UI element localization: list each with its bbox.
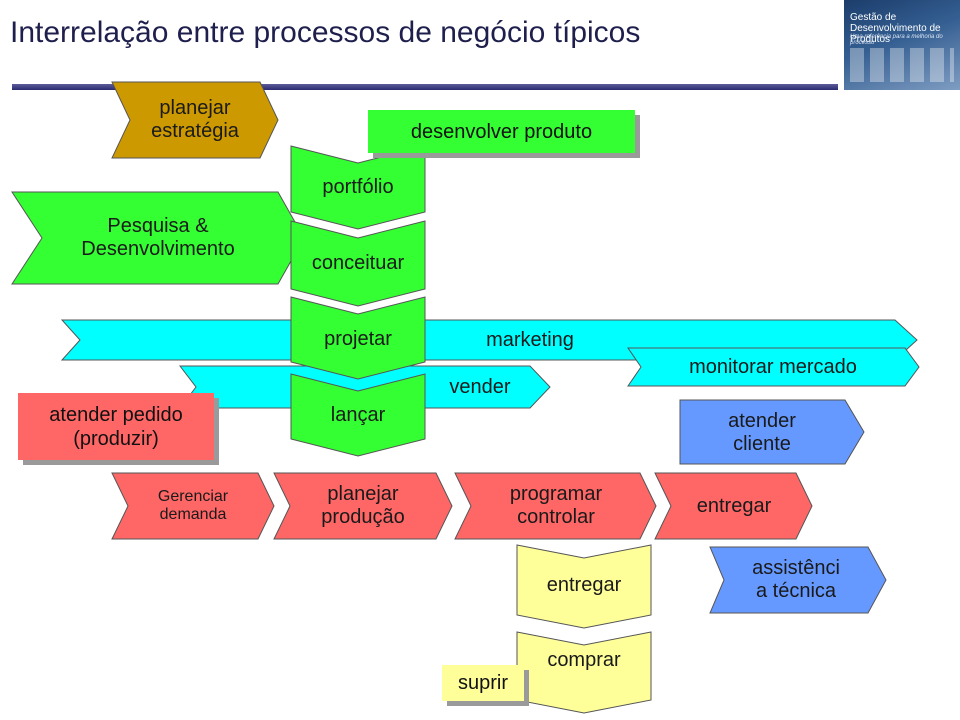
monitorar-mercado-shape <box>627 347 920 387</box>
assistencia-tecnica-label: assistênci a técnica <box>752 557 840 602</box>
suprir-box: suprir <box>442 665 524 701</box>
entregar-supply-label: entregar <box>546 573 622 596</box>
vender-label: vender <box>449 375 511 398</box>
portfolio-shape <box>290 145 426 230</box>
lancar-label: lançar <box>330 403 386 426</box>
comprar-label: comprar <box>547 648 621 671</box>
entregar-supply-shape <box>516 544 652 629</box>
entregar-main-shape <box>654 472 813 540</box>
logo-tagline: Uma referência para a melhoria do proces… <box>850 34 943 46</box>
programar-controlar-shape <box>454 472 657 540</box>
gerenciar-demanda-label: Gerenciar demanda <box>157 487 229 523</box>
projetar-shape <box>290 296 426 380</box>
planejar-producao-label: planejar produção <box>321 483 405 528</box>
projetar-label: projetar <box>324 327 392 350</box>
logo-graphic <box>850 48 954 82</box>
logo-title-line2: Desenvolvimento de Produtos <box>850 23 941 45</box>
planejar-estrategia-shape <box>111 81 279 159</box>
monitorar-mercado-label: monitorar mercado <box>689 355 857 378</box>
assistencia-tecnica-shape <box>709 546 887 614</box>
marketing-label: marketing <box>486 328 574 351</box>
gerenciar-demanda-shape <box>111 472 275 540</box>
atender-cliente-label: atender cliente <box>728 410 796 455</box>
atender-cliente-shape <box>679 399 865 465</box>
title-divider <box>12 84 838 90</box>
logo-title-line1: Gestão de <box>850 12 897 23</box>
planejar-producao-shape <box>273 472 453 540</box>
page-title: Interrelação entre processos de negócio … <box>10 16 641 49</box>
portfolio-label: portfólio <box>322 175 394 198</box>
entregar-main-label: entregar <box>696 494 772 517</box>
vender-shape <box>178 365 551 409</box>
conceituar-label: conceituar <box>311 251 405 274</box>
pesquisa-desenvolvimento-label: Pesquisa & Desenvolvimento <box>81 215 235 260</box>
logo: Gestão de Desenvolvimento de Produtos Um… <box>844 0 960 90</box>
conceituar-shape <box>290 220 426 307</box>
planejar-estrategia-label: planejar estratégia <box>151 97 239 142</box>
lancar-shape <box>290 373 426 457</box>
desenvolver-produto-box: desenvolver produto <box>368 110 635 153</box>
programar-controlar-label: programar controlar <box>509 483 603 528</box>
atender-pedido-box: atender pedido (produzir) <box>18 393 214 460</box>
pesquisa-desenvolvimento-shape <box>11 191 305 285</box>
